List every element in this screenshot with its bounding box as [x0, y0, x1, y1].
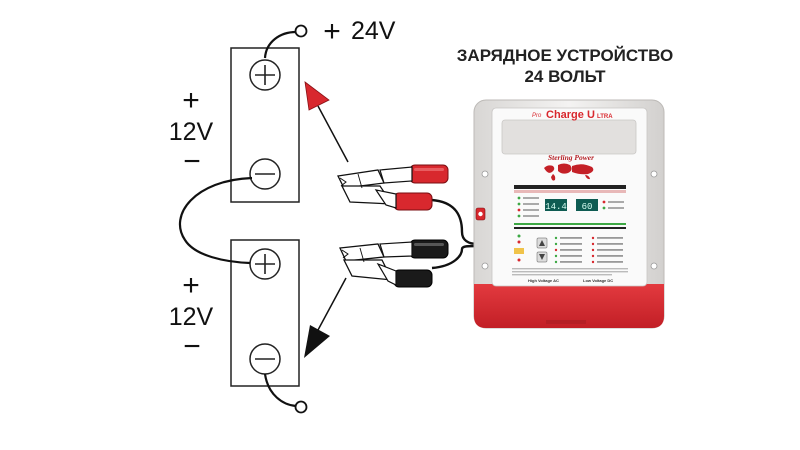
battery-bottom-minus-sign: − [183, 330, 201, 363]
black-clamp [339, 239, 449, 288]
battery-bottom-plus-sign: + [182, 269, 200, 302]
red-clamp-upper-handle [409, 164, 449, 184]
arrow-down-to-minus [304, 277, 347, 358]
charger-title-line2: 24 ВОЛЬТ [524, 67, 606, 86]
footer-right-label: Low Voltage DC [583, 278, 613, 283]
display-left [545, 199, 567, 211]
bottom-minus-lead-wire [263, 373, 297, 408]
bottom-output-terminal [294, 400, 308, 414]
battery-bottom: + 12V − [169, 239, 300, 387]
display-right [576, 199, 598, 211]
charger-handle-recess [501, 119, 637, 155]
display-right-value: 60 [582, 202, 593, 212]
series-link-wire [179, 176, 253, 265]
screw-icon [481, 170, 489, 178]
display-left-value: 14.4 [545, 202, 567, 212]
battery-top-minus-sign: − [183, 145, 201, 178]
battery-top-plus-terminal [249, 59, 281, 91]
red-clamp-lower-handle [393, 192, 433, 211]
led-list-middle [554, 236, 582, 264]
footer-left-label: High Voltage AC [528, 278, 559, 283]
charger-title-line1: ЗАРЯДНОЕ УСТРОЙСТВО [457, 46, 673, 65]
battery-top: + 12V − [169, 47, 300, 203]
arrow-up-to-plus [304, 81, 349, 163]
battery-bottom-voltage: 12V [169, 303, 214, 331]
screw-icon [650, 262, 658, 270]
top-output-terminal [294, 24, 308, 38]
charger-brand-suffix: LTRA [597, 114, 613, 120]
led-column-left [517, 196, 539, 218]
output-plus-sign: + [323, 15, 341, 48]
screw-icon [650, 170, 658, 178]
red-clamp [337, 164, 449, 211]
black-clamp-upper-handle [409, 239, 449, 259]
screw-icon [481, 262, 489, 270]
led-list-right [591, 236, 623, 264]
battery-bottom-plus-terminal [249, 248, 281, 280]
battery-top-plus-sign: + [182, 84, 200, 117]
led-column-right [602, 200, 624, 210]
battery-top-minus-terminal [249, 158, 281, 190]
red-clamp-cable [431, 198, 479, 246]
battery-top-voltage: 12V [169, 118, 214, 146]
top-plus-lead-wire [263, 30, 297, 59]
charger-unit: Pro Charge U LTRA Sterling Power 14.4 60 [473, 99, 665, 329]
charger-brand-main: Charge U [546, 109, 595, 121]
charger-maker: Sterling Power [548, 153, 594, 162]
black-clamp-cable [431, 244, 479, 270]
battery-bottom-minus-terminal [249, 343, 281, 375]
black-clamp-lower-handle [393, 269, 433, 288]
charger-red-base [474, 284, 664, 328]
charger-brand-prefix: Pro [532, 113, 542, 119]
output-voltage-label: 24V [351, 17, 396, 45]
world-map-icon [544, 163, 594, 181]
